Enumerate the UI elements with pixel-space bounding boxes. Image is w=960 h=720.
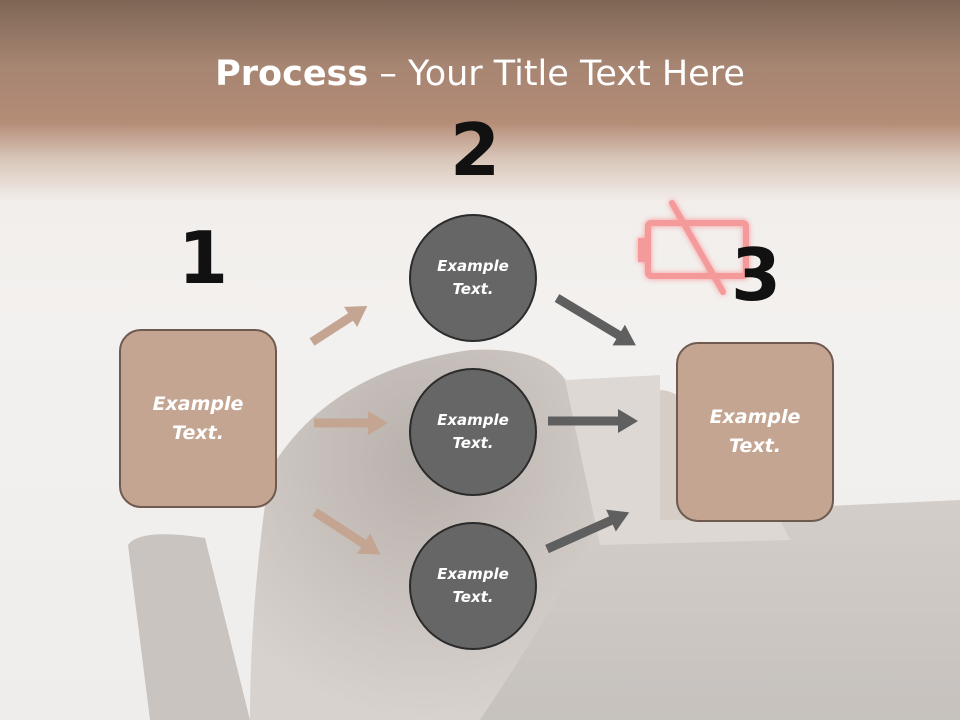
step-number-2: 2 [450,108,501,192]
circle-2: Example Text. [409,368,537,496]
title-rest: – Your Title Text Here [368,54,745,94]
circle-2-text: Example Text. [437,411,509,452]
step-number-3: 3 [731,233,782,317]
circle-3: Example Text. [409,522,537,650]
step-number-1: 1 [178,216,229,300]
slide-title: Process – Your Title Text Here [0,52,960,96]
right-box: Example Text. [676,342,834,522]
circle-3-text: Example Text. [437,565,509,606]
right-box-text: Example Text. [709,406,801,457]
left-box: Example Text. [119,329,277,508]
circle-1-text: Example Text. [437,257,509,298]
circle-1: Example Text. [409,214,537,342]
left-box-text: Example Text. [152,392,244,444]
title-bold: Process [215,54,369,94]
